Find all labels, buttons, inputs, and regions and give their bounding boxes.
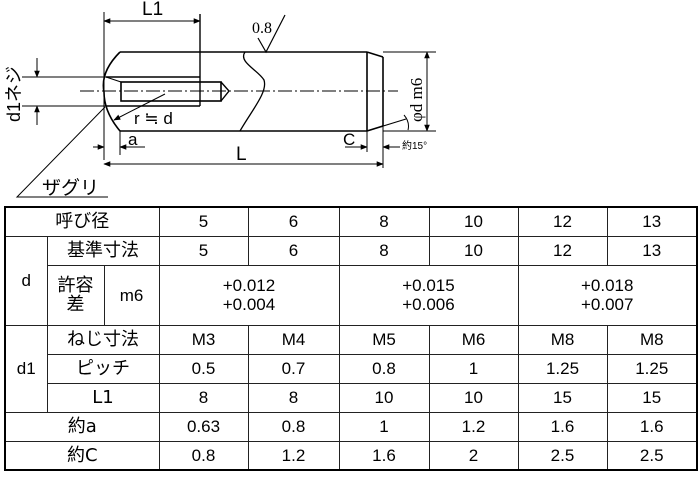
cell-L1: 10 [338,382,430,413]
cell-approx-a: 1.6 [517,411,608,442]
label-C: C [343,130,355,149]
row-L1: L1 8 8 10 10 15 15 [5,382,698,413]
cell-thread: M8 [606,324,698,355]
dim-diameter [383,51,436,132]
cell-basic-size: 12 [517,235,608,266]
cell-basic-size: 13 [606,235,698,266]
cell-approx-a: 0.8 [247,411,340,442]
pin-technical-drawing: L1 0.8 d1ネジ r ≒ d a L C φd m6 [4,0,436,199]
label-tolerance-line1: 許容 [57,275,94,296]
radius-leader [113,93,166,121]
cell-approx-C: 1.6 [338,440,430,471]
cell-L1: 15 [606,382,698,413]
label-tolerance-line2: 差 [66,294,85,315]
tolerance-upper: +0.012 [222,276,276,295]
cell-pitch: 0.7 [247,353,340,384]
label-tolerance: 許容 差 [46,264,105,326]
cell-approx-C: 2.5 [606,440,698,471]
cell-pitch: 1.25 [517,353,608,384]
label-d1-thread: d1ネジ [4,66,24,122]
label-radius: r ≒ d [134,109,173,128]
cell-L1: 8 [247,382,340,413]
label-L: L [236,144,247,165]
chamfer-angle-mark [366,114,409,132]
cell-basic-size: 10 [428,235,519,266]
cell-approx-C: 1.2 [247,440,340,471]
cell-nominal: 13 [606,206,698,237]
cell-nominal: 5 [158,206,249,237]
cell-nominal: 8 [338,206,430,237]
row-tolerance: 許容 差 m6 +0.012 +0.004 +0.015 +0.006 +0.0… [5,264,698,326]
tolerance-lower: +0.004 [222,295,276,314]
label-roughness: 0.8 [252,20,272,37]
tolerance-lower: +0.006 [402,295,455,314]
label-nominal-diameter: 呼び径 [4,206,160,237]
tolerance-upper: +0.018 [581,276,634,295]
dim-C [345,131,400,152]
label-a: a [128,130,138,149]
label-L1: L1 [46,382,160,413]
cell-approx-C: 2.5 [517,440,608,471]
label-group-d1: d1 [4,324,48,413]
cell-basic-size: 8 [338,235,430,266]
cell-nominal: 12 [517,206,608,237]
row-pitch: ピッチ 0.5 0.7 0.8 1 1.25 1.25 [5,353,698,384]
cell-L1: 8 [158,382,249,413]
cell-approx-C: 2 [428,440,519,471]
cell-thread: M6 [428,324,519,355]
label-chamfer-angle: 約15° [402,139,427,152]
counterbore-leader [15,106,108,198]
cell-approx-a: 1 [338,411,430,442]
label-diameter: φd m6 [407,78,426,122]
spec-table: 呼び径 5 6 8 10 12 13 d 基準寸法 5 6 8 10 12 13… [4,206,698,471]
cell-tolerance: +0.018 +0.007 [517,264,698,326]
label-basic-size: 基準寸法 [46,235,160,266]
dim-a [93,131,145,155]
cell-pitch: 1.25 [606,353,698,384]
row-approx-C: 約C 0.8 1.2 1.6 2 2.5 2.5 [4,440,698,471]
row-nominal-diameter: 呼び径 5 6 8 10 12 13 [4,206,698,237]
cell-thread: M8 [517,324,608,355]
cell-approx-a: 0.63 [158,411,249,442]
cell-L1: 10 [428,382,519,413]
cell-approx-a: 1.2 [428,411,519,442]
label-pitch: ピッチ [46,353,160,384]
pin-body-outline [102,51,384,132]
row-approx-a: 約a 0.63 0.8 1 1.2 1.6 1.6 [4,411,698,442]
cell-nominal: 10 [428,206,519,237]
row-basic-size: d 基準寸法 5 6 8 10 12 13 [4,235,698,326]
label-approx-C: 約C [4,440,160,471]
cell-pitch: 1 [428,353,519,384]
cell-tolerance: +0.015 +0.006 [338,264,519,326]
row-thread-size: d1 ねじ寸法 M3 M4 M5 M6 M8 M8 [4,324,698,413]
cell-pitch: 0.5 [158,353,249,384]
cell-thread: M5 [338,324,430,355]
threaded-hole [105,14,230,107]
surface-roughness-symbol [257,14,286,54]
label-L1: L1 [142,0,163,20]
cell-thread: M3 [158,324,249,355]
cell-tolerance: +0.012 +0.004 [158,264,340,326]
tolerance-lower: +0.007 [581,295,634,314]
label-tolerance-grade: m6 [103,264,160,326]
cell-approx-C: 0.8 [158,440,249,471]
label-approx-a: 約a [4,411,160,442]
label-group-d: d [4,235,48,326]
dim-L1 [103,12,201,160]
cell-L1: 15 [517,382,608,413]
label-counterbore: ザグリ [42,177,99,199]
cell-pitch: 0.8 [338,353,430,384]
cell-approx-a: 1.6 [606,411,698,442]
cell-nominal: 6 [247,206,340,237]
cell-basic-size: 6 [247,235,340,266]
dim-d1 [22,58,106,125]
label-thread-size: ねじ寸法 [46,324,160,355]
tolerance-upper: +0.015 [402,276,455,295]
cell-basic-size: 5 [158,235,249,266]
cell-thread: M4 [247,324,340,355]
